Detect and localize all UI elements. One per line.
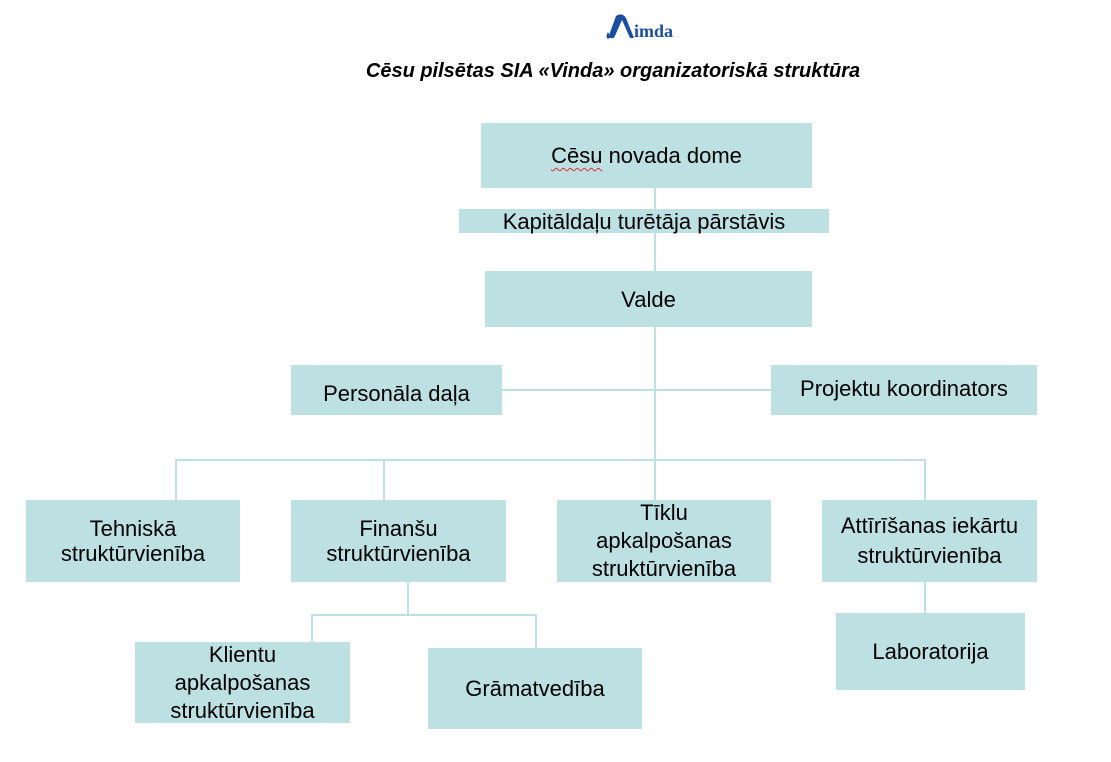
node-finansu: Finanšu struktūrvienība	[291, 500, 506, 582]
node-personala-dala: Personāla daļa	[291, 365, 502, 415]
node-laboratorija: Laboratorija	[836, 613, 1025, 690]
connector	[535, 614, 537, 648]
connector-finance	[311, 614, 537, 616]
connector	[383, 459, 385, 500]
node-tiklu: Tīklu apkalpošanas struktūrvienība	[557, 500, 771, 582]
node-valde: Valde	[485, 271, 812, 327]
connector	[924, 582, 926, 613]
node-label: Cēsu	[551, 143, 603, 168]
connector	[407, 582, 409, 615]
node-cesu-novada-dome: Cēsu novada dome	[481, 123, 812, 188]
connector	[924, 459, 926, 500]
node-attirisanas: Attīrīšanas iekārtu struktūrvienība	[822, 500, 1037, 582]
node-gramatvediba: Grāmatvedība	[428, 648, 642, 729]
connector-units	[175, 459, 926, 461]
connector-trunk	[654, 188, 656, 500]
node-label: novada dome	[602, 143, 742, 168]
vinda-logo: imda	[606, 14, 673, 41]
node-projektu-koordinators: Projektu koordinators	[771, 365, 1037, 415]
connector	[311, 614, 313, 642]
node-klientu: Klientu apkalpošanas struktūrvienība	[135, 642, 350, 723]
page-title: Cēsu pilsētas SIA «Vinda» organizatorisk…	[365, 60, 861, 82]
connector	[175, 459, 177, 500]
node-tehniska: Tehniskā struktūrvienība	[26, 500, 240, 582]
connector-staff	[502, 389, 771, 391]
node-kapitaldalu: Kapitāldaļu turētāja pārstāvis	[459, 209, 829, 234]
svg-text:imda: imda	[634, 21, 673, 41]
